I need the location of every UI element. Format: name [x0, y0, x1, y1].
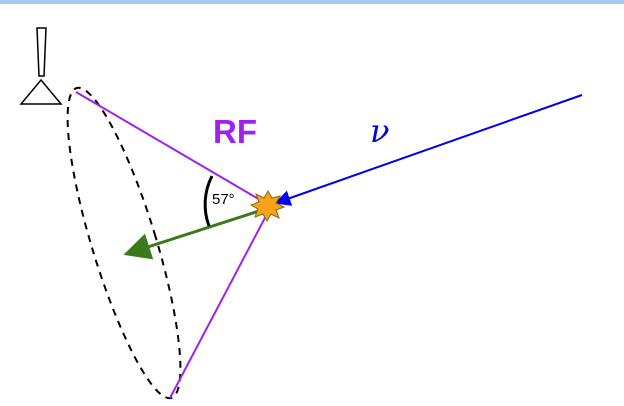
interaction-burst-icon [249, 189, 286, 223]
antenna-icon [19, 27, 63, 105]
angle-label: 57° [212, 191, 235, 208]
rf-label: RF [213, 113, 257, 150]
neutrino-label: ν [370, 112, 389, 150]
shower-axis-arrow [123, 208, 263, 260]
rf-cone-upper-edge [75, 91, 268, 205]
cone-ellipse [66, 86, 182, 400]
top-rule [0, 0, 624, 4]
neutrino-track-arrow [274, 94, 583, 206]
cherenkov-angle-arc [203, 175, 214, 227]
rf-cone-lower-edge [169, 213, 268, 399]
